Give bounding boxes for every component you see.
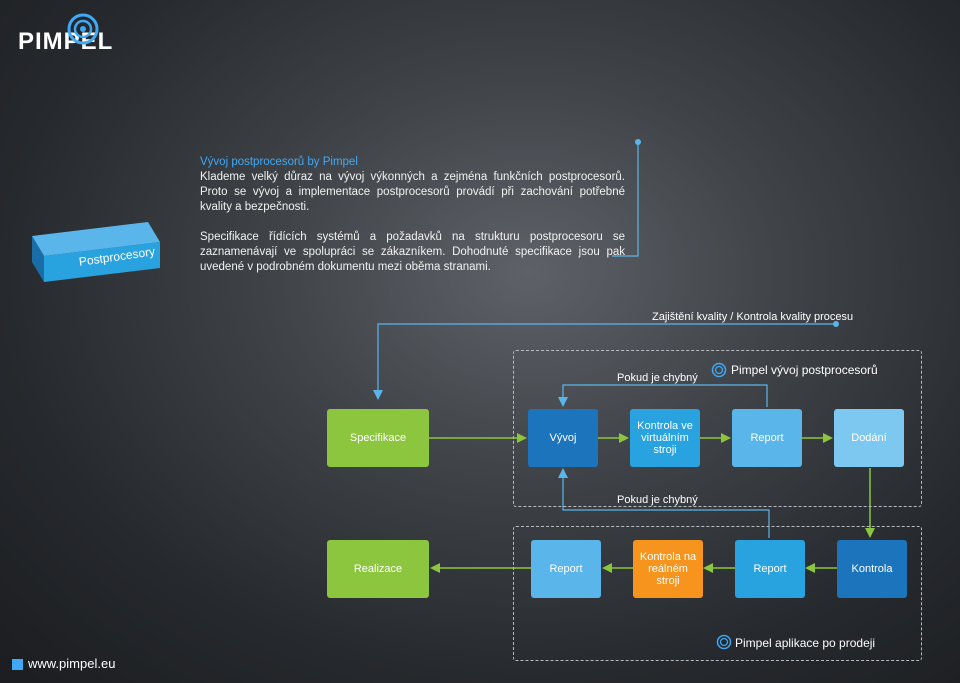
node-report-3: Report <box>735 540 805 598</box>
intro-paragraph-2: Specifikace řídících systémů a požadavků… <box>200 231 625 273</box>
if-faulty-bottom-label: Pokud je chybný <box>617 494 698 506</box>
intro-title: Vývoj postprocesorů by Pimpel <box>200 156 358 168</box>
node-realizace: Realizace <box>327 540 429 598</box>
intro-text: Vývoj postprocesorů by Pimpel Klademe ve… <box>200 155 625 275</box>
node-kontrola-realna: Kontrola na reálném stroji <box>633 540 703 598</box>
dev-group-label: Pimpel vývoj postprocesorů <box>731 363 878 377</box>
swirl-logo-icon <box>67 13 99 45</box>
node-report-1: Report <box>732 409 802 467</box>
if-faulty-top-label: Pokud je chybný <box>617 372 698 384</box>
node-dodani: Dodání <box>834 409 904 467</box>
node-vyvoj: Vývoj <box>528 409 598 467</box>
intro-paragraph-1: Klademe velký důraz na vývoj výkonných a… <box>200 171 625 213</box>
swirl-icon <box>716 634 732 650</box>
node-specifikace: Specifikace <box>327 409 429 467</box>
square-icon <box>12 659 23 670</box>
swirl-icon <box>711 362 727 378</box>
dev-group-box <box>513 350 922 507</box>
node-report-2: Report <box>531 540 601 598</box>
app-group-label: Pimpel aplikace po prodeji <box>735 636 876 650</box>
app-group-box <box>513 526 922 661</box>
node-kontrola: Kontrola <box>837 540 907 598</box>
website-link[interactable]: www.pimpel.eu <box>28 656 116 671</box>
node-kontrola-virtualni: Kontrola ve virtuálním stroji <box>630 409 700 467</box>
quality-label: Zajištění kvality / Kontrola kvality pro… <box>652 311 854 323</box>
postprocesory-block <box>32 222 160 282</box>
